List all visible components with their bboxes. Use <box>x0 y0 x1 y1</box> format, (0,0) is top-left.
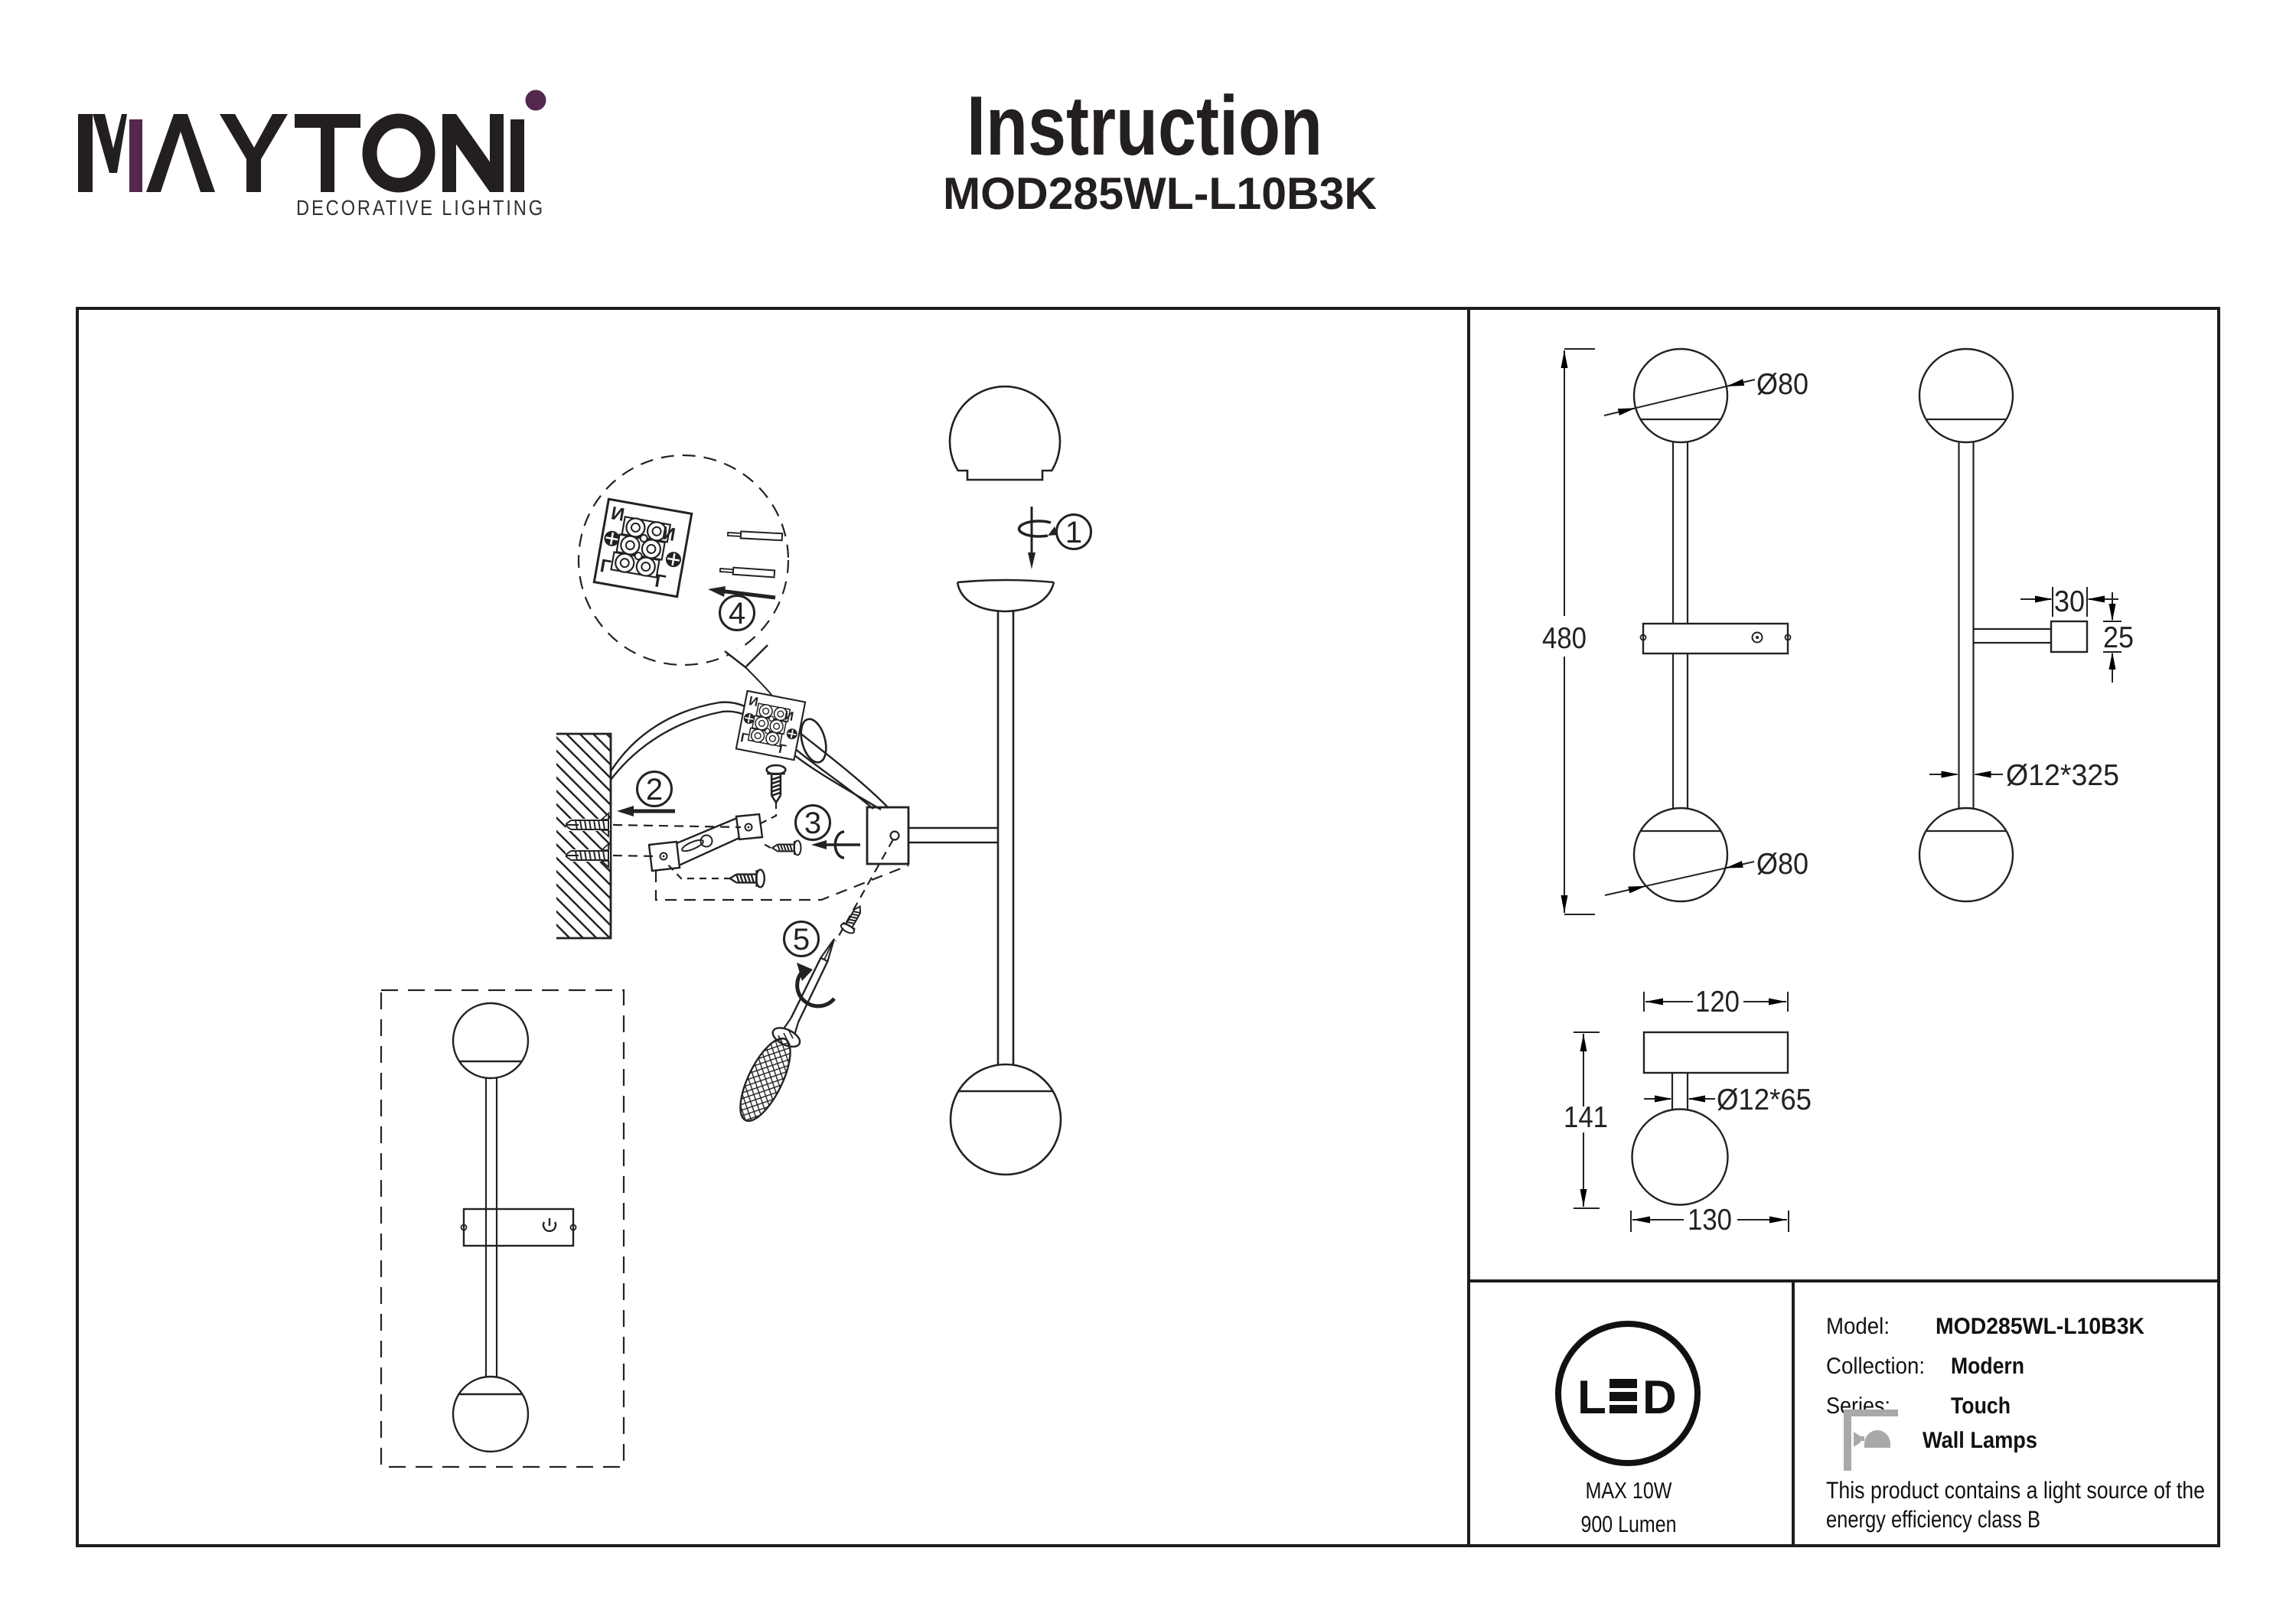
svg-text:Instruction: Instruction <box>967 79 1322 173</box>
svg-text:5: 5 <box>793 923 810 957</box>
svg-text:Modern: Modern <box>1951 1354 2024 1379</box>
svg-text:130: 130 <box>1688 1204 1732 1237</box>
svg-text:energy efficiency class B: energy efficiency class B <box>1826 1506 2040 1533</box>
svg-text:480: 480 <box>1542 622 1587 655</box>
svg-text:30: 30 <box>2054 585 2085 618</box>
svg-text:2: 2 <box>646 773 663 807</box>
svg-text:3: 3 <box>804 807 821 840</box>
svg-text:Collection:: Collection: <box>1826 1354 1925 1379</box>
svg-text:25: 25 <box>2103 621 2134 654</box>
svg-text:4: 4 <box>729 597 745 631</box>
svg-text:MOD285WL-L10B3K: MOD285WL-L10B3K <box>943 168 1377 219</box>
svg-text:Touch: Touch <box>1951 1393 2011 1419</box>
svg-text:Model:: Model: <box>1826 1314 1890 1339</box>
svg-text:D: D <box>1642 1371 1677 1424</box>
svg-text:DECORATIVE LIGHTING: DECORATIVE LIGHTING <box>296 196 545 220</box>
svg-text:MAX 10W: MAX 10W <box>1586 1478 1673 1504</box>
svg-text:This product contains a light: This product contains a light source of … <box>1826 1477 2205 1504</box>
svg-text:Ø12*325: Ø12*325 <box>2006 759 2119 792</box>
svg-text:120: 120 <box>1695 986 1740 1018</box>
svg-text:Ø80: Ø80 <box>1756 848 1808 881</box>
svg-text:900 Lumen: 900 Lumen <box>1581 1512 1677 1537</box>
svg-text:Wall Lamps: Wall Lamps <box>1923 1428 2037 1453</box>
svg-text:141: 141 <box>1564 1101 1608 1134</box>
svg-text:Ø80: Ø80 <box>1756 368 1808 401</box>
svg-text:MOD285WL-L10B3K: MOD285WL-L10B3K <box>1936 1314 2144 1339</box>
svg-text:Ø12*65: Ø12*65 <box>1717 1084 1812 1116</box>
svg-text:L: L <box>1577 1371 1606 1424</box>
svg-text:1: 1 <box>1065 516 1082 549</box>
